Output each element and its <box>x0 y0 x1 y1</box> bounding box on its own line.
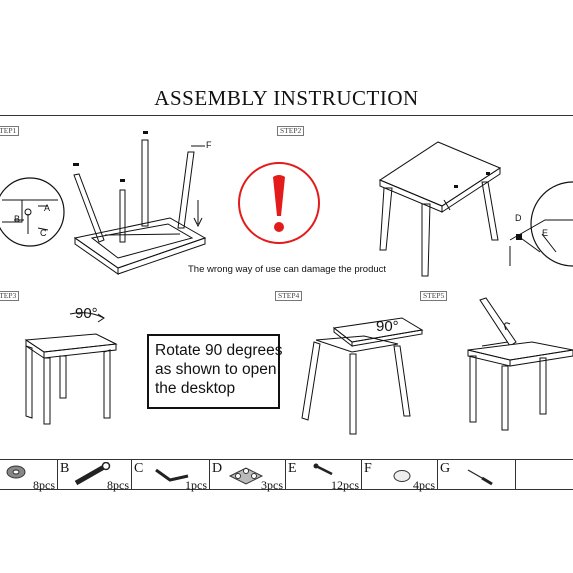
warning-text: The wrong way of use can damage the prod… <box>188 264 387 275</box>
step5-illustration <box>467 297 573 431</box>
step2-label: STEP2 <box>277 126 305 136</box>
callout-d: D <box>515 213 522 223</box>
step5-label: STEP5 <box>420 291 448 301</box>
parts-list: 8pcs B 8pcs C 1pcs D 3pcs E 12pcs <box>0 459 573 492</box>
step4-angle: 90° <box>376 318 399 335</box>
part-letter: D <box>212 461 223 476</box>
part-qty: 3pcs <box>261 478 283 492</box>
part-cell-e: E 12pcs <box>286 460 362 492</box>
step3-label: STEP3 <box>0 291 20 301</box>
rotate-line-1: Rotate 90 degrees <box>155 342 283 359</box>
page-title: ASSEMBLY INSTRUCTION <box>154 86 419 110</box>
part-qty: 12pcs <box>331 478 359 492</box>
felt-pad-icon <box>393 470 411 482</box>
part-qty: 4pcs <box>413 478 435 492</box>
bracket-icon <box>228 467 264 485</box>
part-cell-c: C 1pcs <box>132 460 210 492</box>
washer-icon <box>6 465 26 479</box>
part-letter: E <box>288 461 297 476</box>
rotate-instruction-box: Rotate 90 degrees as shown to open the d… <box>147 334 283 409</box>
part-qty: 1pcs <box>185 478 207 492</box>
step4-label: STEP4 <box>275 291 303 301</box>
part-qty: 8pcs <box>107 478 129 492</box>
callout-b: B <box>14 214 21 224</box>
title-rule <box>0 115 573 116</box>
step3-illustration <box>24 312 118 425</box>
part-cell-f: F 4pcs <box>362 460 438 492</box>
step3-angle: 90° <box>75 305 98 322</box>
callout-c: C <box>40 228 47 238</box>
rotate-line-3: the desktop <box>155 380 236 397</box>
step2-illustration <box>378 141 573 277</box>
hex-key-icon <box>155 468 189 482</box>
screwdriver-icon <box>467 469 493 486</box>
part-qty: 8pcs <box>33 478 55 492</box>
part-cell-g: G <box>438 460 516 489</box>
rotate-line-2: as shown to open <box>155 361 277 378</box>
part-letter: F <box>364 461 372 476</box>
screw-icon <box>313 463 333 476</box>
part-letter: C <box>134 461 144 476</box>
part-cell-washer: 8pcs <box>0 460 58 492</box>
callout-e: E <box>542 228 549 238</box>
part-cell-d: D 3pcs <box>210 460 286 492</box>
step4-illustration <box>301 317 424 435</box>
warning-icon <box>238 162 320 244</box>
callout-a: A <box>44 203 51 213</box>
part-cell-b: B 8pcs <box>58 460 132 492</box>
part-letter: G <box>440 461 451 476</box>
bolt-icon <box>74 462 111 486</box>
part-letter: B <box>60 461 70 476</box>
step1-illustration <box>0 131 207 275</box>
callout-f: F <box>206 140 212 150</box>
step1-label: STEP1 <box>0 126 20 136</box>
